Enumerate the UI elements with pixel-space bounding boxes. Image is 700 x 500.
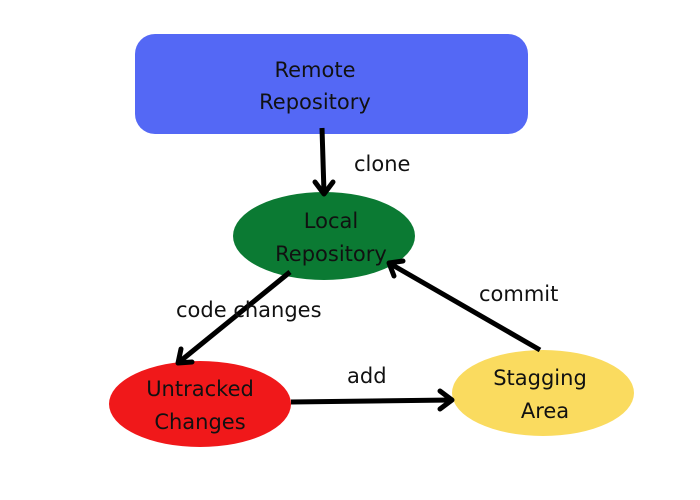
local-repository-label-line2: Repository bbox=[275, 242, 387, 266]
node-remote-repository: Remote Repository bbox=[135, 34, 528, 134]
edge-add: add bbox=[290, 364, 455, 412]
untracked-changes-shape bbox=[109, 361, 291, 447]
edge-commit: commit bbox=[386, 258, 558, 353]
code-changes-label: code changes bbox=[176, 298, 322, 322]
remote-repository-shape bbox=[135, 34, 528, 134]
commit-arrowhead bbox=[386, 258, 406, 279]
clone-arrowhead bbox=[312, 179, 336, 197]
edge-clone: clone bbox=[312, 127, 410, 197]
add-arrowhead bbox=[437, 388, 455, 412]
staging-area-shape bbox=[452, 350, 634, 436]
code-changes-arrowhead bbox=[175, 346, 195, 366]
commit-label: commit bbox=[479, 282, 558, 306]
node-untracked-changes: Untracked Changes bbox=[109, 361, 291, 447]
remote-repository-label-line1: Remote bbox=[274, 58, 355, 82]
staging-area-label-line2: Area bbox=[521, 399, 569, 423]
clone-arrow-line bbox=[319, 127, 327, 194]
edge-code-changes: code changes bbox=[175, 270, 322, 366]
local-repository-label-line1: Local bbox=[304, 209, 358, 233]
add-label: add bbox=[347, 364, 387, 388]
clone-label: clone bbox=[354, 152, 410, 176]
code-changes-arrow-line bbox=[176, 270, 292, 365]
commit-arrow-line bbox=[387, 260, 542, 353]
node-staging-area: Stagging Area bbox=[452, 350, 634, 436]
staging-area-label-line1: Stagging bbox=[493, 366, 587, 390]
local-repository-shape bbox=[233, 192, 415, 280]
untracked-changes-label-line1: Untracked bbox=[146, 377, 254, 401]
node-local-repository: Local Repository bbox=[233, 192, 415, 280]
untracked-changes-label-line2: Changes bbox=[154, 410, 245, 434]
add-arrow-line bbox=[290, 397, 453, 405]
remote-repository-label-line2: Repository bbox=[259, 90, 371, 114]
